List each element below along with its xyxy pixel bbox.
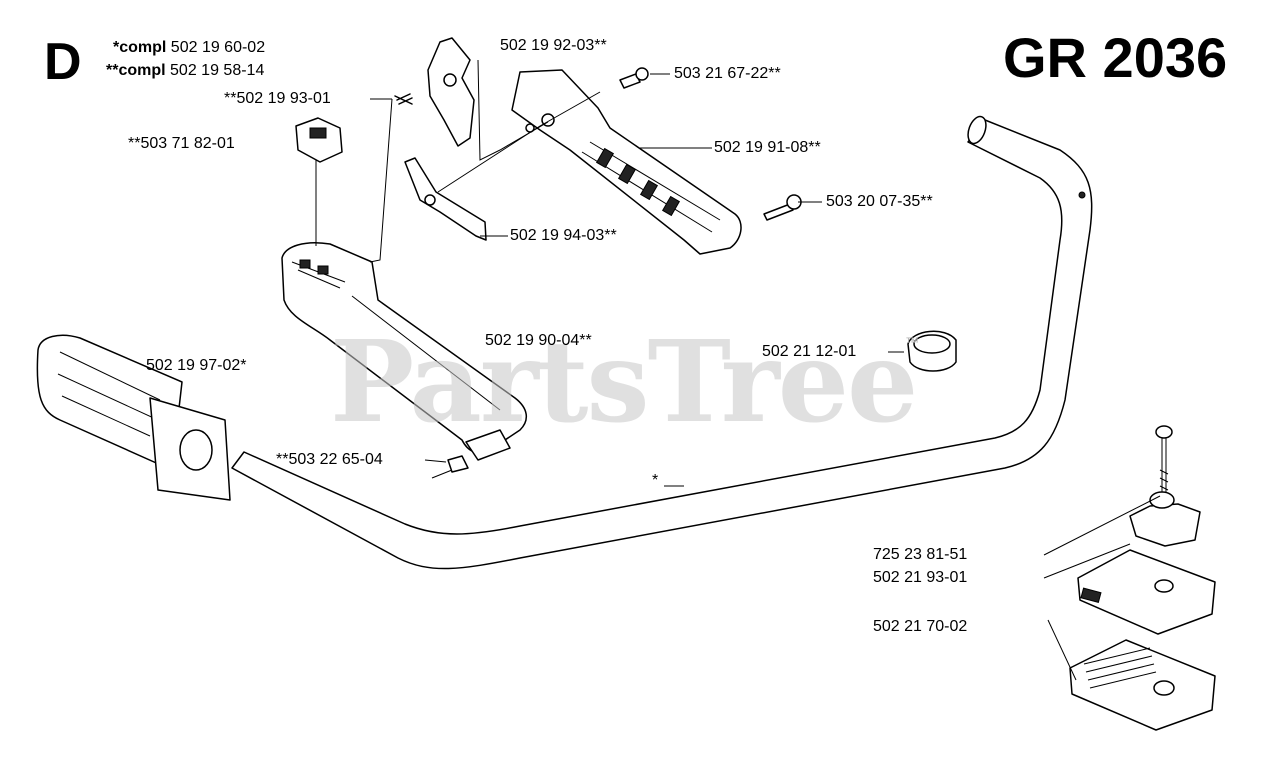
compl-double-prefix: **compl [106, 62, 166, 79]
loop-handle-bar [231, 115, 1093, 570]
part-label: 502 19 90-04** [485, 332, 592, 349]
stop-switch-part [295, 117, 343, 163]
part-label: 503 21 67-22** [674, 65, 781, 82]
leader-lines [315, 59, 1161, 681]
compl-star-prefix: *compl [113, 39, 167, 56]
handle-cover-part [511, 69, 742, 255]
handle-body-part [281, 242, 527, 461]
screw-503-21-67-22 [619, 67, 649, 89]
throttle-trigger-part [427, 37, 475, 147]
compl-star-label: *compl 502 19 60-02 [113, 39, 265, 57]
part-label: 502 21 93-01 [873, 569, 968, 586]
watermark: PartsTree [330, 317, 918, 448]
part-label: 502 19 91-08** [714, 139, 821, 156]
part-label: 502 19 97-02* [146, 357, 247, 374]
wing-knob-part [1129, 491, 1201, 547]
part-label: **502 19 93-01 [224, 90, 331, 107]
lockout-lever-part [404, 157, 487, 241]
part-label: 502 21 70-02 [873, 618, 968, 635]
clamp-block-lower [1069, 639, 1216, 731]
compl-double-label: **compl 502 19 58-14 [106, 62, 264, 80]
clamp-block-upper [1077, 549, 1216, 635]
compl-double-number: 502 19 58-14 [170, 62, 265, 79]
part-label: **503 22 65-04 [276, 451, 383, 468]
grip-part [36, 334, 231, 501]
clamp-part [907, 330, 957, 372]
section-letter: D [44, 33, 82, 91]
part-label: 725 23 81-51 [873, 546, 968, 563]
compl-star-number: 502 19 60-02 [170, 39, 266, 56]
model-title: GR 2036 [1003, 26, 1228, 89]
part-label: 502 19 92-03** [500, 37, 607, 54]
nut-503-22-65-04 [447, 455, 469, 473]
part-label: **503 71 82-01 [128, 135, 235, 152]
part-label: * [652, 472, 659, 489]
part-label: 502 19 94-03** [510, 227, 617, 244]
watermark-trademark: ™ [905, 334, 919, 350]
spring-502-19-93-01 [394, 93, 413, 105]
part-label: 502 21 12-01 [762, 343, 857, 360]
screw-503-20-07-35 [763, 194, 802, 221]
part-label: 503 20 07-35** [826, 193, 933, 210]
